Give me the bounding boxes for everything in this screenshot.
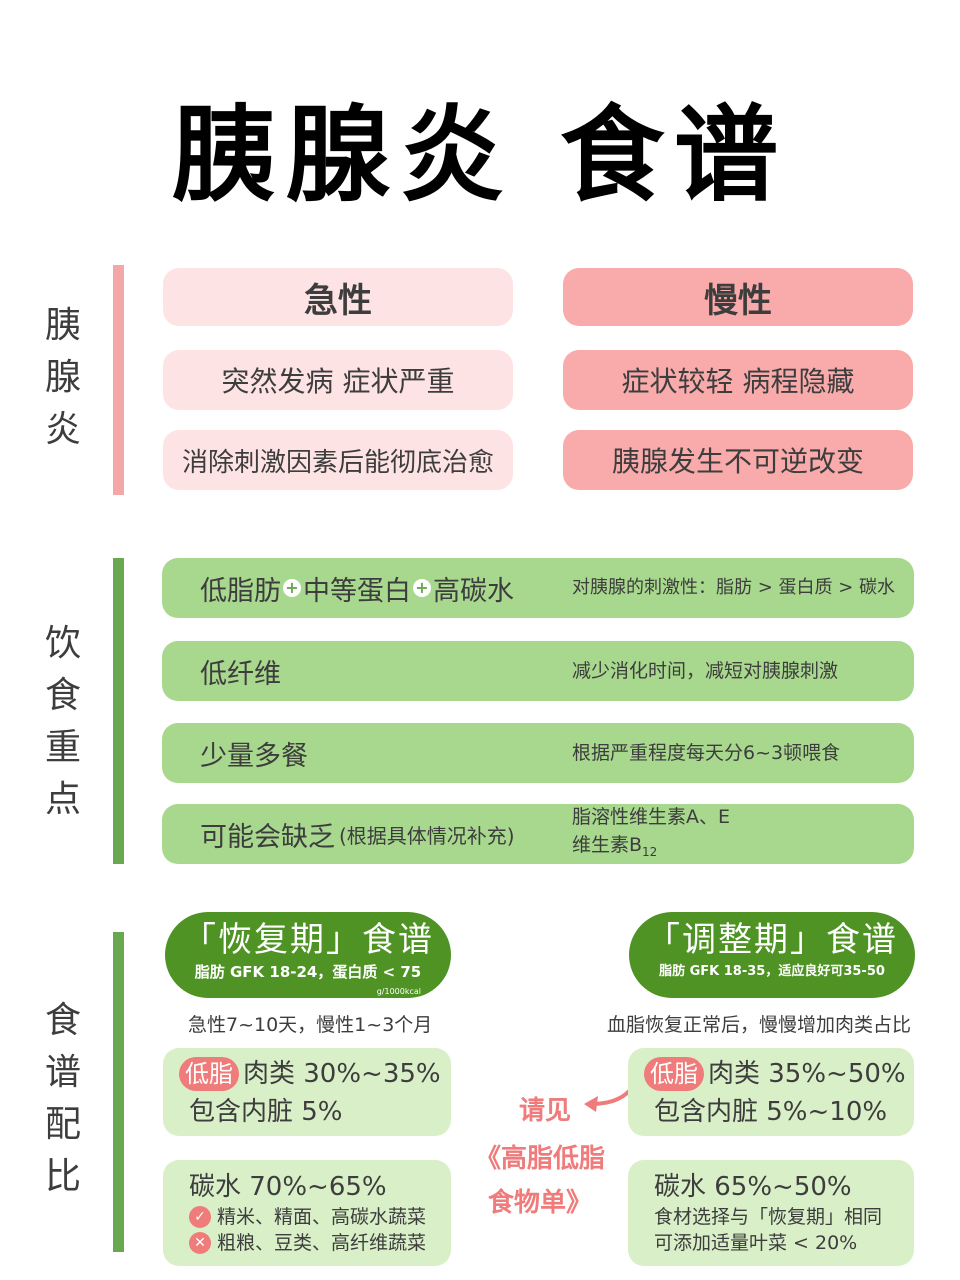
text: (根据具体情况补充) xyxy=(339,823,515,848)
adjust-phase-pill: 「调整期」食谱 脂肪 GFK 18-35，适应良好可35-50 xyxy=(629,912,915,998)
organ-line: 包含内脏 5%~10% xyxy=(654,1097,888,1127)
text: 粗粮、豆类、高纤维蔬菜 xyxy=(217,1232,427,1254)
text: 肉类 30%~35% xyxy=(243,1059,441,1089)
cross-icon: ✕ xyxy=(189,1232,211,1254)
carb-line: 碳水 70%~65% xyxy=(189,1172,387,1202)
carb-note: 可添加适量叶菜 < 20% xyxy=(654,1232,858,1254)
text: 低脂肪 xyxy=(200,575,281,607)
label-char: 食 xyxy=(44,675,81,716)
reference-line: 食物单》 xyxy=(487,1188,592,1218)
subscript: 12 xyxy=(642,844,658,859)
diet-row: 少量多餐 根据严重程度每天分6~3顿喂食 xyxy=(162,723,914,783)
low-fat-badge: 低脂 xyxy=(179,1057,239,1091)
carb-line: 碳水 65%~50% xyxy=(654,1172,852,1202)
plus-icon: + xyxy=(283,579,301,597)
label-char: 食 xyxy=(44,1000,81,1041)
label-char: 腺 xyxy=(44,357,81,398)
meat-line: 低脂 肉类 35%~50% xyxy=(644,1055,914,1093)
adjust-title: 「调整期」食谱 xyxy=(646,920,898,960)
meat-line: 低脂 肉类 30%~35% xyxy=(179,1055,451,1093)
diet-row: 可能会缺乏 (根据具体情况补充) 脂溶性维生素A、E 维生素B12 xyxy=(162,804,914,864)
diet-row-note: 脂溶性维生素A、E 维生素B12 xyxy=(572,803,730,866)
acute-header: 急性 xyxy=(163,268,513,326)
diet-row-main: 少量多餐 xyxy=(200,740,308,772)
chronic-header: 慢性 xyxy=(563,268,913,326)
unit-label: g/1000kcal xyxy=(376,987,421,996)
chronic-item: 胰腺发生不可逆改变 xyxy=(563,430,913,490)
carb-note: 食材选择与「恢复期」相同 xyxy=(654,1206,883,1228)
low-fat-badge: 低脂 xyxy=(644,1057,704,1091)
allowed-line: ✓ 精米、精面、高碳水蔬菜 xyxy=(189,1204,451,1230)
section-label-pancreatitis: 胰 腺 炎 xyxy=(40,300,86,456)
label-char: 胰 xyxy=(44,305,81,346)
adjust-subtitle: 脂肪 GFK 18-35，适应良好可35-50 xyxy=(659,964,885,979)
text: 中等蛋白 xyxy=(303,575,411,607)
text: 维生素B12 xyxy=(572,831,730,866)
text: 维生素B xyxy=(572,833,643,856)
recovery-meat-box: 低脂 肉类 30%~35% 包含内脏 5% xyxy=(163,1048,451,1136)
recovery-subtitle: 脂肪 GFK 18-24，蛋白质 < 75 xyxy=(194,963,422,981)
adjust-carb-box: 碳水 65%~50% 食材选择与「恢复期」相同 可添加适量叶菜 < 20% xyxy=(628,1160,914,1266)
label-char: 比 xyxy=(44,1156,81,1197)
text: 肉类 35%~50% xyxy=(708,1059,906,1089)
diet-row-note: 根据严重程度每天分6~3顿喂食 xyxy=(572,742,841,764)
recovery-caption: 急性7~10天，慢性1~3个月 xyxy=(188,1014,433,1036)
label-char: 炎 xyxy=(44,409,81,450)
diet-row: 低脂肪 + 中等蛋白 + 高碳水 对胰腺的刺激性：脂肪 > 蛋白质 > 碳水 xyxy=(162,558,914,618)
recovery-carb-box: 碳水 70%~65% ✓ 精米、精面、高碳水蔬菜 ✕ 粗粮、豆类、高纤维蔬菜 xyxy=(163,1160,451,1266)
diet-row-main: 低纤维 xyxy=(200,658,281,690)
diet-row: 低纤维 减少消化时间，减短对胰腺刺激 xyxy=(162,641,914,701)
chronic-item: 症状较轻 病程隐藏 xyxy=(563,350,913,410)
section-label-diet-focus: 饮 食 重 点 xyxy=(40,618,86,826)
diet-row-main: 低脂肪 + 中等蛋白 + 高碳水 xyxy=(200,569,514,608)
page-title: 胰腺炎 食谱 xyxy=(171,94,789,216)
reference-line: 《高脂低脂 xyxy=(474,1144,605,1174)
label-char: 重 xyxy=(44,727,81,768)
adjust-caption: 血脂恢复正常后，慢慢增加肉类占比 xyxy=(607,1014,912,1036)
organ-line: 包含内脏 5% xyxy=(189,1097,343,1127)
section-divider-pink xyxy=(113,265,124,495)
reference-line: 请见 xyxy=(518,1096,571,1126)
acute-item: 突然发病 症状严重 xyxy=(163,350,513,410)
check-icon: ✓ xyxy=(189,1206,211,1228)
label-char: 配 xyxy=(44,1104,81,1145)
label-char: 饮 xyxy=(44,623,81,664)
text: 脂溶性维生素A、E xyxy=(572,805,731,828)
section-divider-green xyxy=(113,558,124,864)
recovery-title: 「恢复期」食谱 xyxy=(182,920,434,960)
adjust-meat-box: 低脂 肉类 35%~50% 包含内脏 5%~10% xyxy=(628,1048,914,1136)
diet-row-note: 对胰腺的刺激性：脂肪 > 蛋白质 > 碳水 xyxy=(572,577,896,598)
label-char: 谱 xyxy=(44,1052,81,1093)
recovery-phase-pill: 「恢复期」食谱 脂肪 GFK 18-24，蛋白质 < 75 g/1000kcal xyxy=(165,912,451,998)
section-label-recipe-ratio: 食 谱 配 比 xyxy=(40,995,86,1203)
label-char: 点 xyxy=(44,779,81,820)
avoid-line: ✕ 粗粮、豆类、高纤维蔬菜 xyxy=(189,1230,451,1256)
text: 可能会缺乏 xyxy=(200,821,335,853)
text: 精米、精面、高碳水蔬菜 xyxy=(217,1206,427,1228)
section-divider-green xyxy=(113,932,124,1252)
diet-row-main: 可能会缺乏 (根据具体情况补充) xyxy=(200,815,515,854)
text: 高碳水 xyxy=(433,575,514,607)
plus-icon: + xyxy=(413,579,431,597)
diet-row-note: 减少消化时间，减短对胰腺刺激 xyxy=(572,660,839,682)
acute-item: 消除刺激因素后能彻底治愈 xyxy=(163,430,513,490)
